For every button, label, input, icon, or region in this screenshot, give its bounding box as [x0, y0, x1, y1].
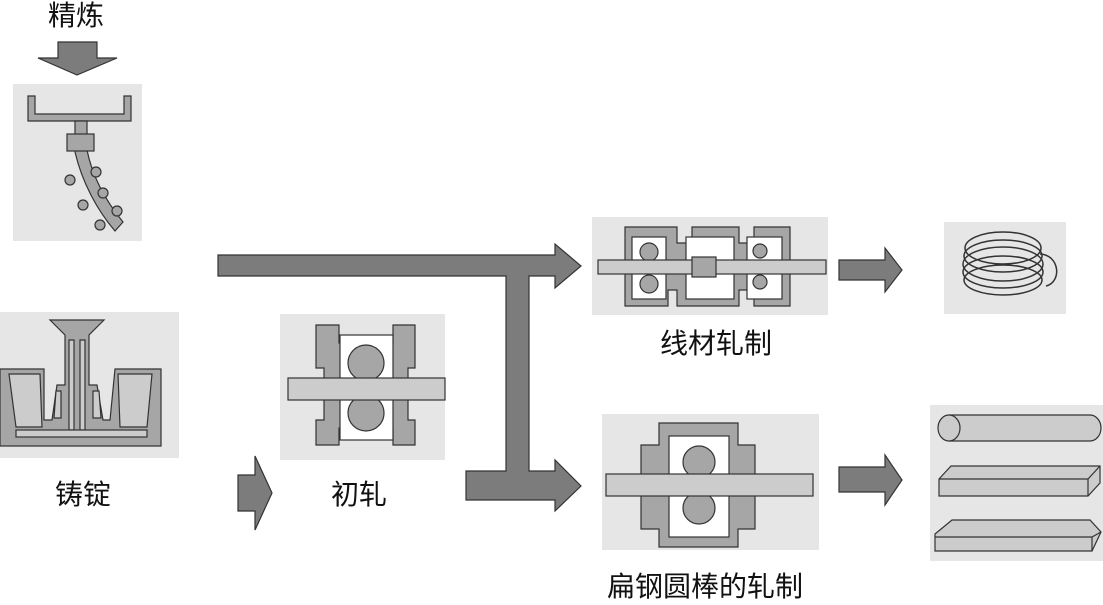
- flat-bar-icon: [934, 465, 1102, 552]
- flat-round-rolling-label: 扁钢圆棒的轧制: [607, 570, 804, 603]
- wire-to-coil-arrow: [838, 246, 903, 294]
- bar-mill-icon: [602, 414, 819, 550]
- branching-arrow: [217, 242, 582, 513]
- bar-products-icon: [930, 405, 1103, 561]
- ingot-casting-label: 铸锭: [55, 478, 112, 511]
- continuous-caster-icon: [13, 84, 142, 241]
- wire-rolling-label: 线材轧制: [660, 327, 773, 360]
- ingot-mold-icon: [0, 312, 179, 458]
- ingot-to-rough-arrow: [237, 455, 273, 531]
- rough-rolling-label: 初轧: [331, 478, 388, 511]
- wire-coil-icon: [944, 222, 1066, 314]
- wire-mill-icon: [592, 217, 828, 315]
- round-bar-icon: [937, 414, 1102, 442]
- bar-to-product-arrow: [838, 453, 903, 507]
- refining-down-arrow: [37, 41, 118, 76]
- roughing-mill-icon: [280, 314, 446, 460]
- refining-label: 精炼: [48, 0, 105, 32]
